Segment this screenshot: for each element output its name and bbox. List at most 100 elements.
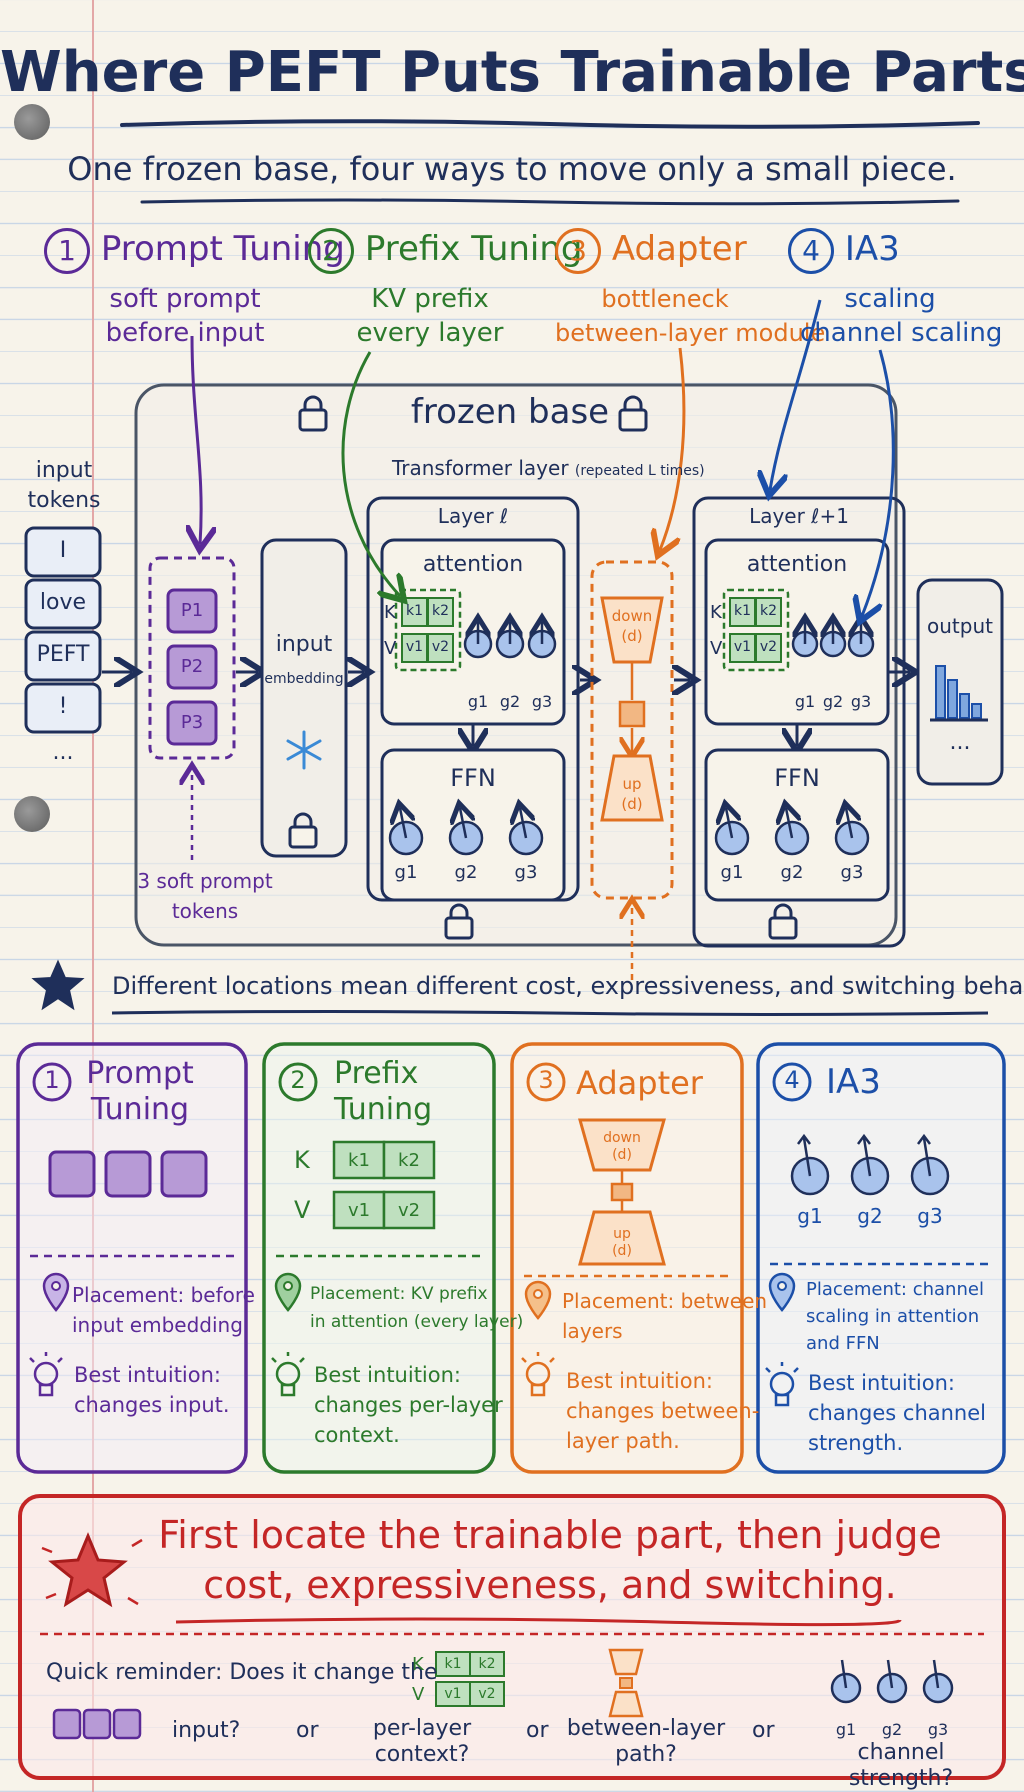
k-cell: k2: [398, 1150, 420, 1171]
card-title: IA3: [826, 1062, 881, 1102]
soft-prompt-caption: 3 soft prompt tokens: [120, 866, 290, 926]
summary-line: cost, expressiveness, and switching.: [203, 1563, 897, 1607]
token-text: love: [39, 590, 87, 615]
intuition-line: layer path.: [566, 1429, 680, 1453]
option-separator: or: [752, 1718, 775, 1743]
adapter-up-projection: [600, 754, 664, 822]
intuition-line: context.: [314, 1423, 400, 1447]
token-box: [24, 630, 102, 682]
reminder-k-label: K: [412, 1654, 424, 1675]
method-prompt-title: 1 Prompt Tuning: [44, 228, 345, 274]
lightbulb-icon: [765, 1362, 799, 1407]
input-tokens-label: input tokens: [16, 456, 112, 516]
card-ia3: [756, 1042, 1006, 1474]
method-name: Prefix Tuning: [364, 229, 583, 269]
note-underline: [111, 1010, 989, 1016]
method-name: Adapter: [611, 229, 747, 269]
soft-prompt-caption-line: tokens: [171, 899, 239, 923]
ffn-label: FFN: [774, 764, 820, 792]
ffn-label: FFN: [450, 764, 496, 792]
placement-line: and FFN: [806, 1333, 880, 1354]
layer-l-plus-1-box: [692, 496, 906, 948]
card-intuition: Best intuition: changes per-layer contex…: [314, 1360, 503, 1450]
intuition-line: changes between-: [566, 1399, 760, 1423]
card-placement: Placement: KV prefix in attention (every…: [310, 1280, 523, 1336]
method-desc-line: before input: [105, 318, 265, 348]
gate-label: g2: [454, 862, 478, 883]
soft-prompt-box: [104, 1150, 152, 1198]
card-title-line: Tuning: [90, 1092, 190, 1127]
summary-graphics: [18, 1494, 1006, 1780]
token-text: !: [58, 694, 68, 719]
gate-dial-icon: [716, 808, 750, 856]
method-ia3-desc: scaling channel scaling: [800, 282, 1002, 350]
soft-prompt-box: [166, 588, 218, 634]
gate-dial-icon: [836, 808, 870, 856]
location-pin-icon: [524, 1280, 552, 1320]
gate-label: g2: [822, 692, 844, 711]
adapter-down-text: (d): [612, 1147, 632, 1163]
soft-prompt-label: P2: [180, 656, 204, 677]
k-cell: k1: [733, 603, 751, 619]
adapter-down-text: down: [611, 607, 653, 625]
intuition-line: Best intuition:: [808, 1371, 955, 1395]
soft-prompt-box: [166, 700, 218, 746]
binder-hole-bottom: [14, 796, 50, 832]
gate-label: g2: [857, 1204, 883, 1228]
card-title-line: Tuning: [334, 1092, 433, 1127]
gate-label: g1: [794, 692, 816, 711]
summary-line: First locate the trainable part, then ju…: [158, 1513, 942, 1557]
method-name: IA3: [844, 229, 900, 269]
placement-line: in attention (every layer): [310, 1312, 524, 1332]
lock-icon: [618, 395, 648, 432]
k-cell: k2: [759, 603, 777, 619]
adapter-down-text: down: [603, 1130, 641, 1146]
card-title: Prompt Tuning: [74, 1056, 206, 1128]
token-box: [24, 682, 102, 734]
lock-icon: [298, 395, 328, 432]
input-embedding-label: input embedding: [262, 628, 346, 696]
gate-dial-icon: [850, 1133, 890, 1196]
lightbulb-icon: [271, 1352, 305, 1397]
card-intuition: Best intuition: changes input.: [74, 1360, 230, 1420]
gate-dial-icon: [910, 1133, 950, 1196]
token-text: I: [59, 538, 67, 563]
k-cell: k1: [444, 1656, 462, 1672]
input-embedding-box: [260, 538, 348, 858]
adapter-up-text: up: [622, 775, 642, 793]
transformer-label: Transformer layer (repeated L times): [392, 456, 705, 480]
layer-l-plus-1-label: Layer ℓ+1: [749, 504, 849, 528]
gate-label: g2: [881, 1720, 903, 1739]
gate-dial-icon: [463, 622, 493, 659]
adapter-up-text: up: [613, 1226, 631, 1242]
card-placement: Placement: between layers: [562, 1286, 767, 1346]
intuition-line: changes per-layer: [314, 1393, 503, 1417]
snowflake-icon: [286, 730, 322, 770]
option-path: between-layer path?: [566, 1716, 726, 1768]
reminder-v-label: V: [412, 1684, 425, 1705]
method-desc-line: bottleneck: [601, 285, 729, 313]
gate-dial-icon: [790, 1133, 830, 1196]
intuition-line: Best intuition:: [314, 1363, 461, 1387]
binder-hole-top: [14, 104, 50, 140]
method-desc-line: every layer: [356, 318, 504, 348]
lightbulb-icon: [29, 1352, 63, 1397]
v-label: V: [384, 638, 397, 659]
card-number: 2: [290, 1066, 306, 1094]
soft-prompt-box: [48, 1150, 96, 1198]
gate-dial-icon: [819, 622, 847, 658]
token-text: ...: [52, 740, 74, 765]
output-label: output: [927, 614, 993, 638]
k-cell: k1: [405, 603, 423, 619]
output-dots: ...: [949, 730, 971, 755]
placement-line: input embedding: [72, 1313, 243, 1337]
token-text: PEFT: [36, 642, 90, 667]
adapter-up-text: (d): [612, 1243, 632, 1259]
v-label: V: [710, 638, 723, 659]
option-context: per-layer context?: [352, 1716, 492, 1768]
embed-label-line: input: [275, 632, 333, 657]
method-cards: [16, 1042, 1006, 1474]
input-label-line: tokens: [27, 488, 101, 513]
v-cell: v1: [733, 639, 752, 655]
layer-l-label: Layer ℓ: [437, 504, 509, 528]
